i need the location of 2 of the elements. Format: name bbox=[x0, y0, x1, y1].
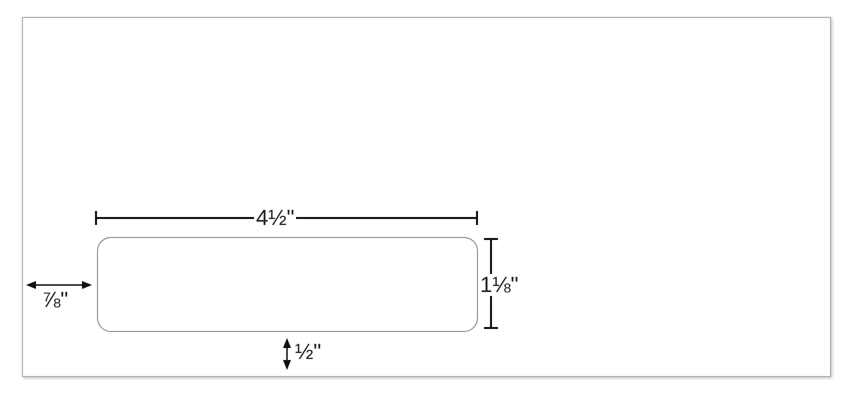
window-outline bbox=[97, 237, 478, 332]
envelope-outline bbox=[22, 17, 831, 377]
